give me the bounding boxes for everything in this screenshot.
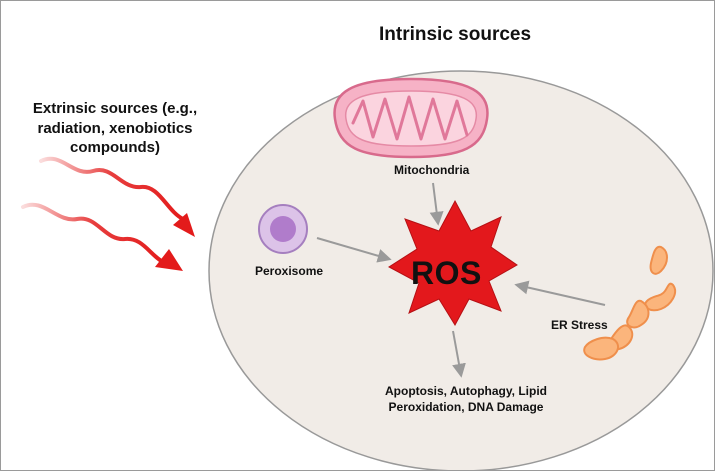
diagram-title: Intrinsic sources bbox=[379, 24, 532, 45]
arrow-mito-to-ros bbox=[429, 182, 444, 226]
mitochondria-label: Mitochondria bbox=[394, 163, 470, 177]
er-stress-label: ER Stress bbox=[551, 318, 608, 332]
ros-label: ROS bbox=[411, 255, 482, 291]
arrow-er-to-ros bbox=[514, 280, 606, 306]
outcomes-label: Apoptosis, Autophagy, Lipid Peroxidation… bbox=[385, 384, 547, 415]
mitochondria-icon bbox=[333, 77, 489, 159]
peroxisome-icon bbox=[258, 204, 308, 254]
extrinsic-sources-label: Extrinsic sources (e.g., radiation, xeno… bbox=[32, 100, 198, 156]
wavy-arrow-icon bbox=[39, 156, 195, 237]
wavy-arrow-icon bbox=[21, 202, 183, 271]
arrow-ros-to-outcome bbox=[452, 330, 466, 378]
er-icon bbox=[583, 245, 677, 361]
arrow-perox-to-ros bbox=[316, 237, 392, 263]
peroxisome-label: Peroxisome bbox=[255, 264, 324, 278]
ros-star-icon bbox=[388, 199, 518, 327]
